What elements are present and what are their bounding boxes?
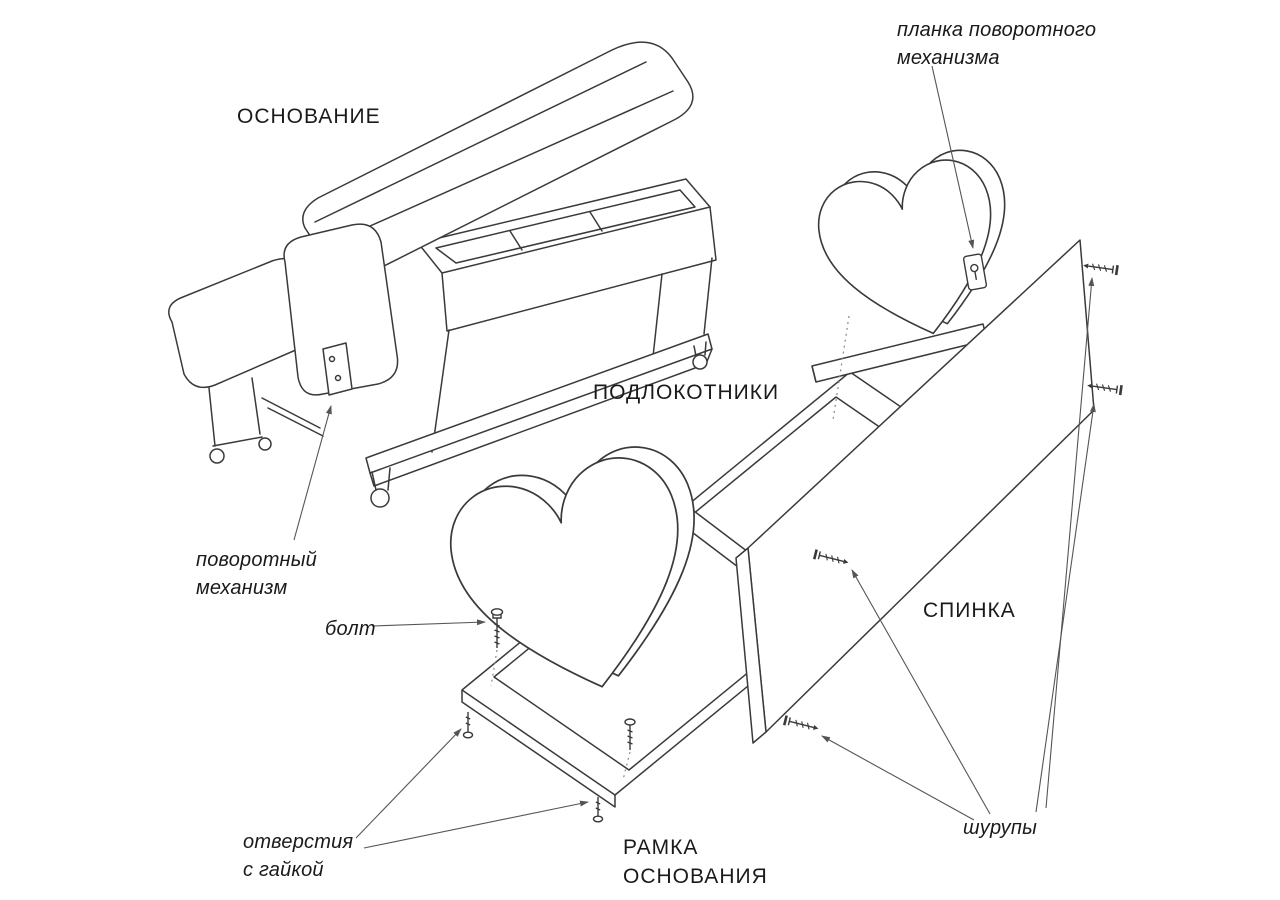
bolt-icon xyxy=(490,608,504,648)
sofa-bottom-rail-edge xyxy=(369,348,713,487)
sofa-legs xyxy=(208,377,263,447)
screw-icon xyxy=(782,715,819,730)
leader-screw-2 xyxy=(821,735,975,821)
sofa-box-front xyxy=(441,206,717,332)
leader-arrows xyxy=(293,65,1096,849)
armrest-top-face xyxy=(817,159,992,335)
leader-screw-4 xyxy=(1045,277,1095,809)
base-frame-thickness xyxy=(461,690,616,808)
back-panel-edge xyxy=(735,547,767,744)
armrest-center-drawing xyxy=(450,446,695,688)
sofa-cushion-right xyxy=(283,223,399,396)
sofa-leg-wheel-left xyxy=(209,448,225,464)
sofa-base-drawing xyxy=(168,41,717,508)
screw-icon xyxy=(1083,263,1119,276)
assembly-guide-lines xyxy=(490,315,850,781)
leader-swivel-mechanism xyxy=(293,405,332,541)
sofa-box-supports xyxy=(431,257,713,453)
label-screws: шурупы xyxy=(963,817,1037,839)
sofa-backrest-topline xyxy=(314,61,647,223)
sofa-wheel-left-bracket xyxy=(371,467,391,491)
label-base-frame: РАМКА ОСНОВАНИЯ xyxy=(623,836,768,889)
sofa-leg-wheel-right xyxy=(258,437,272,451)
label-nut-holes: отверстия с гайкой xyxy=(243,831,354,881)
screw-icon xyxy=(1087,383,1123,396)
screw-icon xyxy=(812,549,849,564)
armrest-top-drawing xyxy=(817,149,1006,335)
label-back: СПИНКА xyxy=(923,599,1016,622)
sofa-wheel-right-bracket xyxy=(693,341,707,357)
sofa-box-rim-inner xyxy=(435,189,696,264)
sofa-box-slats xyxy=(509,211,603,251)
bolt-icon xyxy=(624,718,636,750)
sofa-wheel-right xyxy=(692,354,708,370)
armrest-center-face xyxy=(450,457,679,688)
sofa-backrest-ridge xyxy=(322,90,674,248)
leader-screw-3 xyxy=(1035,403,1096,813)
swivel-mechanism-plate xyxy=(322,342,353,396)
nut-foot-icon xyxy=(462,712,474,739)
leader-nut-hole-1 xyxy=(355,728,462,839)
label-swivel-plate: планка поворотного механизма xyxy=(897,19,1097,69)
leader-screw-1 xyxy=(851,569,991,815)
leader-swivel-plate xyxy=(931,65,975,249)
sofa-backrest-slab xyxy=(302,41,694,275)
sofa-linkage xyxy=(261,397,324,437)
nut-foot-icon xyxy=(592,797,604,823)
leader-bolt xyxy=(371,619,486,627)
swivel-plate-keyhole xyxy=(962,253,988,291)
label-base: ОСНОВАНИЕ xyxy=(237,105,381,128)
label-bolt: болт xyxy=(325,618,376,640)
sofa-wheel-left xyxy=(370,488,390,508)
label-swivel-mechanism: поворотный механизм xyxy=(196,549,318,599)
label-armrests: ПОДЛОКОТНИКИ xyxy=(593,381,780,404)
leader-nut-hole-2 xyxy=(363,800,589,849)
